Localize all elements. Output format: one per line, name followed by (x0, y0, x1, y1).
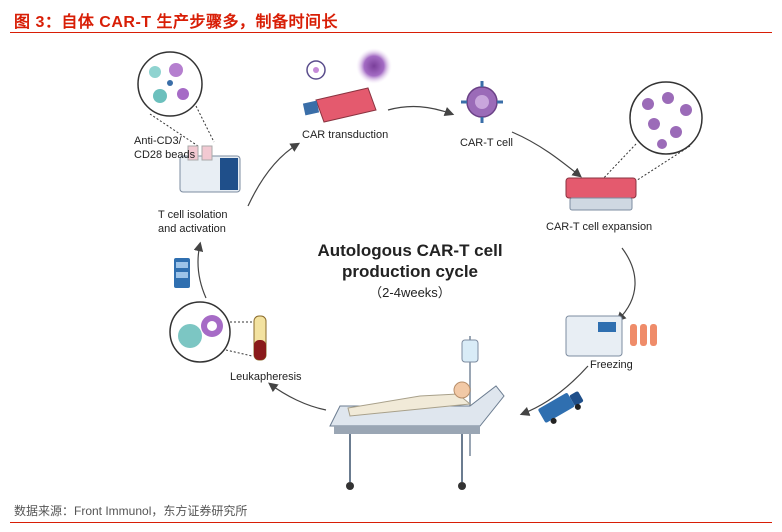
arrow-transduction-to-cart (387, 105, 455, 117)
arrow-patient-to-leukapheresis (268, 382, 327, 411)
arrow-freezing-to-patient (519, 365, 589, 416)
label-tcell-isolation-line1: T cell isolation (158, 209, 228, 221)
label-tcell-isolation-line2: and activation (158, 223, 226, 235)
label-cart-expansion: CAR-T cell expansion (546, 221, 653, 233)
freezing-illustration (565, 315, 657, 357)
culture-flask (315, 87, 377, 123)
transport-bag-icon (174, 258, 190, 288)
label-beads-line1: Anti-CD3/ (134, 135, 182, 147)
top-divider (10, 32, 772, 33)
cycle-arrows (193, 105, 636, 416)
center-subtitle: （2-4weeks） (369, 285, 451, 300)
patient-body (347, 393, 472, 417)
source-note: 数据来源：Front Immunol，东方证券研究所 (14, 504, 248, 518)
label-cart-cell: CAR-T cell (460, 137, 513, 149)
diagram-artwork (137, 48, 703, 490)
arrow-leukapheresis-to-isolation (193, 241, 207, 299)
leukapheresis-illustration (169, 301, 267, 363)
patient-head (453, 381, 471, 399)
center-title-line2: production cycle (341, 262, 479, 281)
label-car-transduction: CAR transduction (302, 129, 389, 141)
label-leukapheresis: Leukapheresis (230, 371, 302, 383)
bottom-divider (10, 522, 772, 523)
tcell-isolation-illustration (137, 51, 241, 193)
delivery-truck-icon (538, 391, 584, 424)
arrow-expansion-to-freezing (616, 247, 636, 322)
arrow-isolation-to-transduction (247, 142, 301, 207)
center-title-line1: Autologous CAR-T cell (317, 241, 503, 260)
production-cycle-diagram: Anti-CD3/ CD28 beads T cell isolation an… (0, 36, 782, 498)
car-transduction-illustration (302, 48, 392, 123)
expansion-plate (565, 177, 637, 199)
arrow-cart-to-expansion (511, 131, 582, 178)
iv-bag (461, 339, 479, 363)
label-freezing: Freezing (590, 359, 633, 371)
center-title: Autologous CAR-T cell production cycle (300, 240, 520, 282)
transduced-cell-glow (356, 48, 392, 84)
figure-title: 图 3：自体 CAR-T 生产步骤多，制备时间长 (14, 14, 339, 31)
cart-cell-illustration (461, 81, 503, 123)
label-beads-line2: CD28 beads (134, 149, 196, 161)
patient-bed-illustration (329, 336, 505, 490)
cart-expansion-illustration (565, 81, 703, 211)
